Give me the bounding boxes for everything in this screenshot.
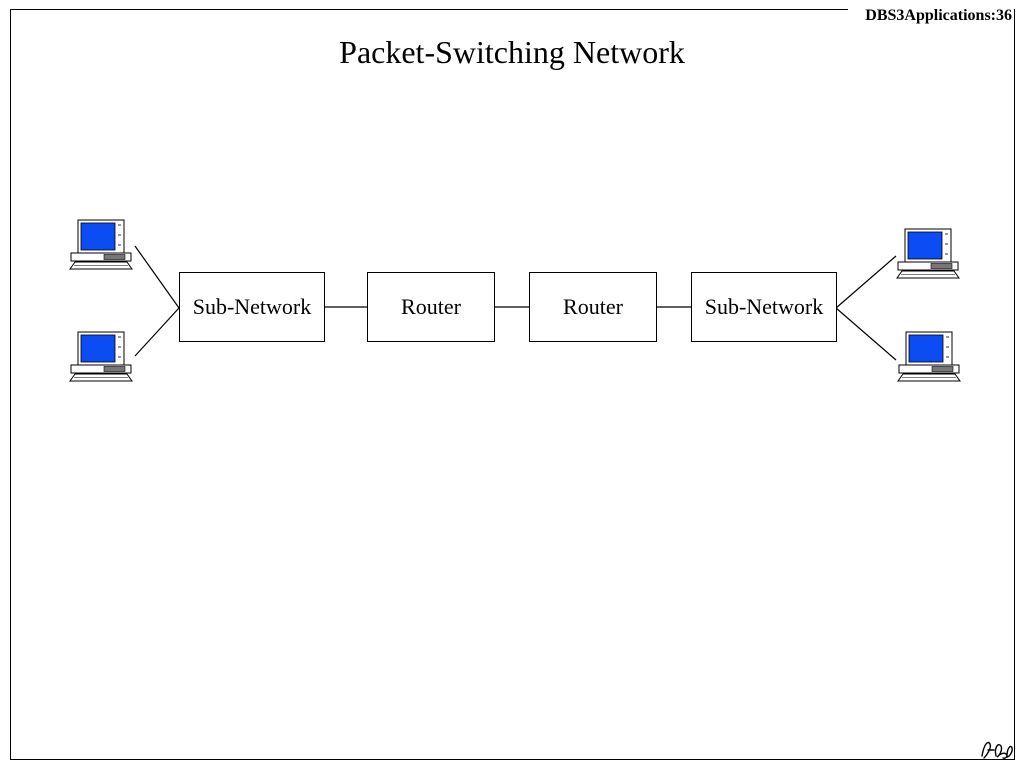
subnet-right-label: Sub-Network: [704, 294, 824, 319]
router-right-label: Router: [563, 294, 623, 319]
subnet-left-label: Sub-Network: [192, 294, 312, 319]
router-right-box: Router: [529, 272, 657, 342]
slide-frame: [10, 9, 1015, 760]
link-subnet-right-pc3: [835, 255, 897, 309]
slide-top-rule: [10, 9, 848, 10]
computer-icon: [69, 219, 133, 270]
link-pc2-subnet-left: [134, 307, 180, 357]
subnet-right-box: Sub-Network: [691, 272, 837, 342]
slide-title: Packet-Switching Network: [339, 34, 685, 70]
router-left-label: Router: [401, 294, 461, 319]
link-subnet-right-pc4: [835, 307, 897, 361]
link-pc1-subnet-left: [134, 245, 180, 309]
computer-icon: [896, 228, 960, 279]
computer-icon: [897, 331, 961, 382]
computer-icon: [69, 331, 133, 382]
logo-icon: [981, 741, 1013, 759]
slide-tag: DBS3Applications:36: [865, 7, 1012, 24]
subnet-left-box: Sub-Network: [179, 272, 325, 342]
router-left-box: Router: [367, 272, 495, 342]
